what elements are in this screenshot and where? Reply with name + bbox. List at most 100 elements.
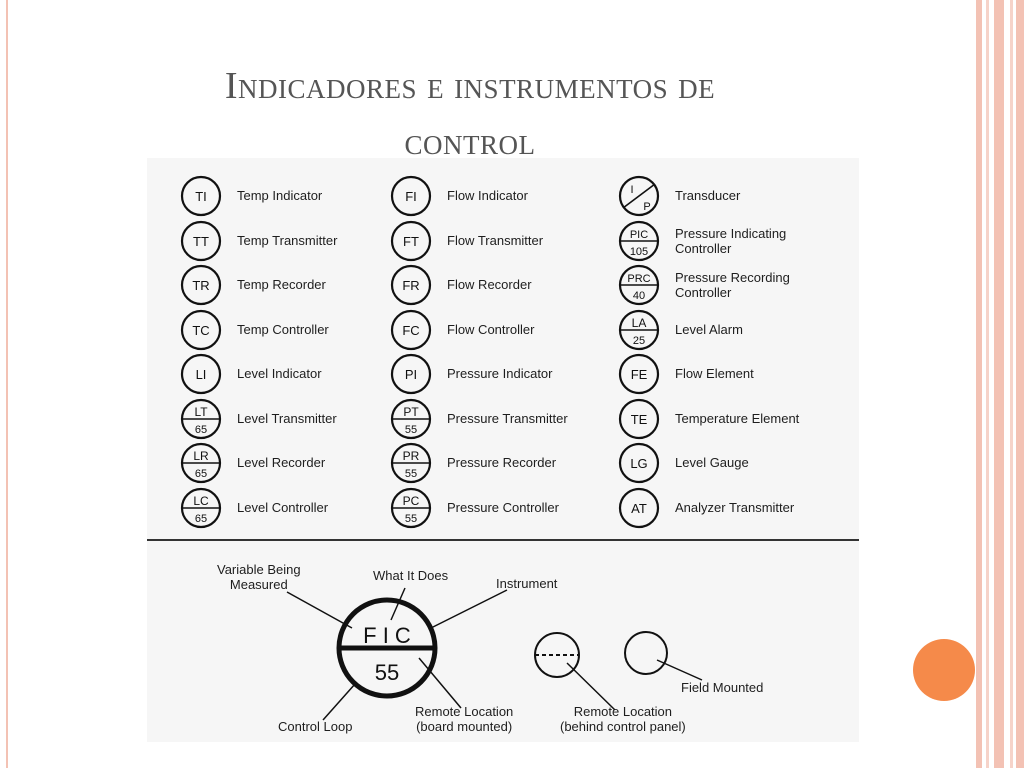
legend-label: Level Alarm [675, 322, 743, 337]
legend-label: Pressure Controller [447, 500, 559, 515]
balloon-diagonal [622, 183, 656, 209]
fic-tag-text: F I C [363, 623, 411, 648]
legend-label-line1: Level Alarm [675, 321, 743, 337]
callout-remote-panel: Remote Location (behind control panel) [560, 704, 686, 734]
callout-what-it-does: What It Does [373, 568, 449, 583]
balloon-tag: TI [195, 189, 207, 204]
instrument-balloon-symbol: LA 25 [618, 309, 660, 350]
legend-label-line1: Flow Recorder [447, 277, 532, 292]
balloon-number: 40 [633, 290, 645, 302]
legend-label: Pressure Indicator [447, 366, 553, 381]
legend-label-line1: Pressure Transmitter [447, 410, 568, 426]
legend-label: Flow Indicator [447, 188, 528, 203]
legend-row: TC Temp Controller [179, 308, 399, 352]
legend-label-line1: Level Indicator [237, 366, 322, 381]
legend-label-line1: Temp Indicator [237, 188, 323, 203]
instrument-balloon-symbol: FE [618, 353, 660, 395]
accent-circle [913, 639, 975, 701]
balloon-tag: TR [192, 278, 209, 293]
instrument-balloon-symbol: FR [390, 264, 432, 306]
legend-row: TE Temperature Element [617, 397, 837, 441]
legend-label: Level Indicator [237, 366, 322, 381]
legend-label: Temp Transmitter [237, 233, 337, 248]
legend-label-line1: Analyzer Transmitter [675, 499, 795, 515]
balloon-number: 25 [633, 335, 645, 347]
balloon-tag: PC [403, 494, 420, 508]
legend-label-line1: Transducer [675, 188, 741, 203]
left-decorative-rule [6, 0, 8, 768]
instrument-balloon-symbol: TR [180, 264, 222, 306]
callout-instrument: Instrument [496, 576, 558, 591]
instrument-balloon-symbol: TT [180, 220, 222, 261]
balloon-tag: I [630, 184, 633, 196]
legend-label-line1: Temp Controller [237, 321, 329, 337]
legend-row: AT Analyzer Transmitter [617, 486, 837, 530]
legend-row: FI Flow Indicator [389, 174, 609, 218]
balloon-tag: AT [631, 501, 647, 516]
balloon-number: P [643, 201, 650, 213]
balloon-circle [618, 175, 660, 217]
legend-label: Flow Transmitter [447, 233, 543, 248]
balloon-tag: LA [632, 316, 647, 330]
balloon-circle [390, 220, 432, 261]
legend-label: Temp Controller [237, 322, 329, 337]
instrument-balloon-symbol: PR 55 [390, 442, 432, 484]
legend-label-line1: Flow Transmitter [447, 232, 544, 248]
legend-label-line1: Level Gauge [675, 455, 749, 470]
legend-label-line1: Temperature Element [675, 410, 800, 426]
legend-label-line1: Flow Element [675, 366, 754, 381]
legend-label-line1: Level Recorder [237, 455, 326, 470]
isa-diagram-svg: F I C 55 [286, 587, 703, 721]
legend-row: TT Temp Transmitter [179, 219, 399, 263]
slide-title-line2: control [404, 121, 536, 163]
legend-row: FT Flow Transmitter [389, 219, 609, 263]
legend-label-line2: Controller [675, 240, 732, 256]
legend-label-line1: Pressure Controller [447, 499, 559, 515]
balloon-tag: LT [194, 405, 208, 419]
balloon-circle [390, 175, 432, 217]
callout-field-mounted: Field Mounted [681, 680, 764, 695]
decorative-stripes [976, 0, 1024, 768]
balloon-tag: TE [631, 412, 648, 427]
legend-row: TI Temp Indicator [179, 174, 399, 218]
callout-variable-line2: Measured [229, 577, 288, 592]
field-mounted-circle [624, 631, 668, 675]
balloon-tag: LR [193, 449, 209, 463]
leader-what [390, 587, 406, 621]
balloon-tag: PR [403, 449, 420, 463]
instrument-balloon-symbol: LG [618, 442, 660, 484]
legend-label: Temperature Element [675, 411, 799, 426]
legend-label-line1: Pressure Indicator [447, 366, 553, 381]
balloon-number: 105 [630, 246, 648, 258]
legend-row: LA 25 Level Alarm [617, 308, 837, 352]
slide-title-line1: Indicadores e instrumentos de [224, 65, 716, 107]
legend-label: Level Transmitter [237, 411, 337, 426]
legend-label: Temp Indicator [237, 188, 322, 203]
balloon-tag: LI [196, 367, 207, 382]
instrument-balloon-symbol: TI [180, 175, 222, 217]
balloon-tag: FT [403, 234, 419, 249]
legend-row: FE Flow Element [617, 352, 837, 396]
balloon-tag: TT [193, 234, 209, 249]
balloon-tag: FI [405, 189, 417, 204]
instrument-balloon-symbol: TC [180, 309, 222, 350]
instrument-balloon-symbol: FC [390, 309, 432, 350]
balloon-number: 55 [405, 468, 417, 480]
legend-row: LG Level Gauge [617, 441, 837, 485]
balloon-tag: LC [193, 494, 209, 508]
balloon-circle [390, 309, 432, 350]
leader-field-mounted [656, 659, 703, 681]
